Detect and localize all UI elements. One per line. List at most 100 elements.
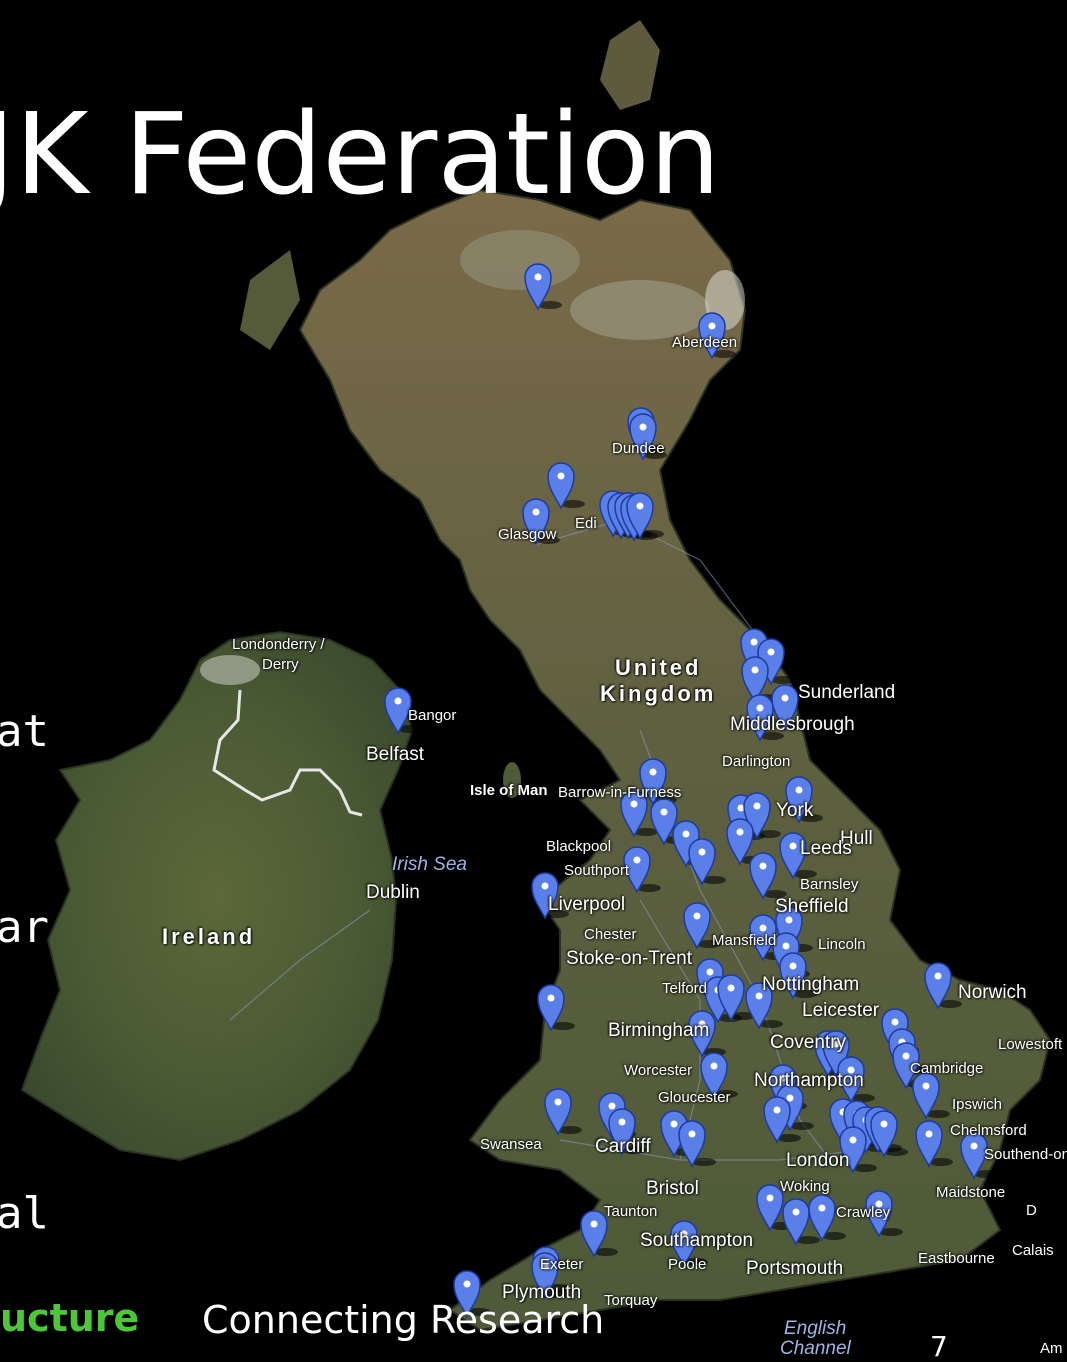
map-label: Lincoln	[818, 936, 866, 953]
ni-snow	[200, 655, 260, 685]
map-pin-icon[interactable]	[779, 952, 817, 1000]
map-label: Coventry	[770, 1032, 847, 1053]
map-pin-icon[interactable]	[580, 1210, 618, 1258]
body-text-fragment: at	[0, 706, 49, 757]
map-label: Northampton	[754, 1070, 864, 1091]
map-pin-icon[interactable]	[683, 902, 721, 950]
country-label: United	[615, 655, 702, 680]
map-label: Calais	[1012, 1242, 1054, 1259]
map-label: Derry	[262, 656, 299, 673]
map-pin-icon[interactable]	[960, 1132, 998, 1180]
map-label: Am	[1040, 1340, 1063, 1357]
map-label: Leeds	[800, 838, 852, 859]
map-pin-icon[interactable]	[837, 1056, 875, 1104]
map-pin-icon[interactable]	[749, 852, 787, 900]
great-britain-landmass	[298, 188, 1052, 1332]
map-label: Norwich	[958, 982, 1027, 1003]
map-label: Lowestoft	[998, 1036, 1063, 1053]
map-pin-icon[interactable]	[771, 684, 809, 732]
map-label: Ipswich	[952, 1096, 1003, 1113]
ni-border	[212, 689, 363, 817]
map-label: Barnsley	[800, 876, 859, 893]
map-label: London	[786, 1150, 850, 1171]
map-pin-icon[interactable]	[839, 1126, 877, 1174]
map-pin-icon[interactable]	[629, 413, 667, 461]
map-pin-icon[interactable]	[717, 974, 755, 1022]
map-pin-icon[interactable]	[700, 1052, 738, 1100]
map-pin-icon[interactable]	[670, 1220, 708, 1268]
map-pin-icon[interactable]	[775, 906, 813, 954]
map-pin-icon[interactable]	[620, 790, 658, 838]
map-pin-icon[interactable]	[745, 982, 783, 1030]
map-pin-icon[interactable]	[623, 846, 661, 894]
map-label: Belfast	[366, 744, 425, 765]
map-pin-icon[interactable]	[524, 263, 562, 311]
map-label: Southampton	[640, 1230, 754, 1251]
footer-brand-fragment: ucture	[0, 1296, 140, 1340]
map-pin-icon[interactable]	[626, 492, 664, 540]
map-pin-icon[interactable]	[779, 832, 817, 880]
map-pin-icon[interactable]	[608, 1108, 646, 1156]
map-label: Glasgow	[498, 526, 557, 543]
map-label: York	[776, 800, 814, 821]
map-label: Cambridge	[910, 1060, 984, 1077]
map-label: Middlesbrough	[730, 714, 855, 735]
map-label: Liverpool	[548, 894, 626, 915]
map-pin-icon[interactable]	[782, 1198, 820, 1246]
map-pin-icon[interactable]	[453, 1270, 491, 1318]
map-pin-icon[interactable]	[924, 962, 962, 1010]
map-pin-icon[interactable]	[785, 776, 823, 824]
map-label: Mansfield	[712, 932, 777, 949]
map-label: Aberdeen	[672, 334, 738, 351]
sea-label: English	[784, 1318, 847, 1339]
map-pin-icon[interactable]	[865, 1190, 903, 1238]
map-pin-icon[interactable]	[384, 687, 422, 735]
map-pin-icon[interactable]	[763, 1096, 801, 1144]
map-label: Birmingham	[608, 1020, 710, 1041]
map-label: Londonderry /	[232, 636, 325, 653]
highland-snow	[460, 230, 580, 290]
map-pin-icon[interactable]	[531, 1252, 569, 1300]
map-label: Chester	[584, 926, 637, 943]
map-label: Hull	[840, 828, 873, 849]
map-label: Leicester	[802, 1000, 880, 1021]
map-pin-icon[interactable]	[912, 1072, 950, 1120]
map-pin-icon[interactable]	[544, 1088, 582, 1136]
map-pin-icon[interactable]	[688, 838, 726, 886]
map-label: Maidstone	[936, 1184, 1006, 1201]
map-label: Woking	[780, 1178, 830, 1195]
sea-label: Channel	[780, 1338, 851, 1359]
map-label: Portsmouth	[746, 1258, 844, 1279]
map-label: Torquay	[604, 1292, 658, 1309]
map-pin-icon[interactable]	[870, 1110, 908, 1158]
map-pin-icon[interactable]	[678, 1120, 716, 1168]
map-label: Taunton	[604, 1203, 658, 1220]
map-label: Nottingham	[762, 974, 860, 995]
slide-title: JK Federation	[0, 90, 721, 220]
map-label: Bristol	[646, 1178, 699, 1199]
country-label: Kingdom	[600, 681, 717, 706]
map-pin-icon[interactable]	[547, 462, 585, 510]
body-text-fragment: al	[0, 1188, 49, 1239]
map-pin-icon[interactable]	[746, 694, 784, 742]
marker-layer	[384, 263, 998, 1318]
orkney-shetland	[600, 20, 660, 110]
map-pin-icon[interactable]	[531, 872, 569, 920]
map-pin-icon[interactable]	[915, 1120, 953, 1168]
map-pin-icon[interactable]	[808, 1194, 846, 1242]
map-pin-icon[interactable]	[698, 312, 736, 360]
map-pin-icon[interactable]	[522, 498, 560, 546]
map-label: Southport	[564, 862, 630, 879]
map-label: Dundee	[612, 440, 665, 457]
map-label: Barrow-in-Furness	[558, 784, 682, 801]
map-pin-icon[interactable]	[537, 984, 575, 1032]
body-text-fragment: ar	[0, 902, 49, 953]
map-label: Poole	[668, 1256, 707, 1273]
isle-of-man	[503, 762, 521, 798]
map-label: Crawley	[836, 1204, 891, 1221]
map-label: D	[1026, 1202, 1037, 1219]
map-label: Chelmsford	[950, 1122, 1027, 1139]
map-label: Stoke-on-Trent	[566, 948, 693, 969]
map-pin-icon[interactable]	[743, 792, 781, 840]
